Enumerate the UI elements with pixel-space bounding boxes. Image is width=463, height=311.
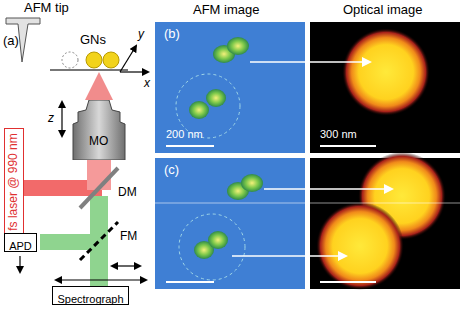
objective-lens: MO (72, 100, 126, 160)
laser-box: fs laser @ 990 nm (4, 128, 24, 236)
scale-label: 300 nm (320, 128, 357, 140)
axis-label: z (48, 112, 54, 125)
objective-outline (72, 100, 126, 160)
panel-letter: (a) (3, 34, 19, 48)
panel-heading: AFM image (193, 3, 259, 17)
axis-label: y (138, 28, 144, 41)
node-text: APD (9, 240, 32, 252)
axis-label: x (144, 77, 150, 90)
panel-heading: Optical image (343, 3, 422, 17)
detector-box: APD (4, 233, 37, 252)
spectrograph-box: Spectrograph (52, 286, 129, 305)
part-label: GNs (80, 33, 106, 47)
node-text: MO (89, 135, 108, 148)
scale-label: 200 nm (166, 128, 203, 140)
part-label: AFM tip (24, 1, 69, 15)
part-label: FM (120, 230, 137, 243)
part-label: DM (118, 186, 137, 199)
panel-letter: (b) (164, 27, 180, 41)
node-text: fs laser @ 990 nm (7, 133, 20, 231)
panel-letter: (c) (164, 163, 179, 177)
node-text: Spectrograph (57, 293, 123, 305)
